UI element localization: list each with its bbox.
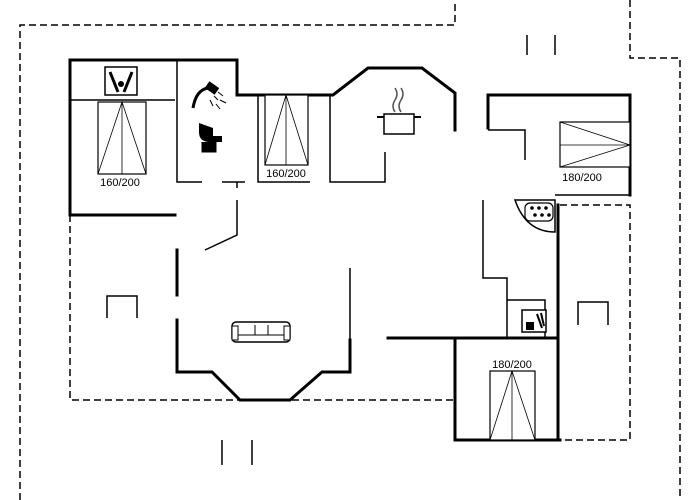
bed-2-size: 160/200 [266, 168, 306, 180]
bed-3-size: 180/200 [562, 172, 602, 184]
bed-1 [97, 100, 147, 175]
shower-icon [191, 81, 227, 110]
sofa-icon [231, 321, 291, 343]
hot-tub-icon [513, 199, 556, 233]
walls [68, 58, 632, 442]
bed-4 [489, 369, 536, 441]
bed-3 [559, 121, 632, 168]
bed-2 [264, 93, 309, 166]
terrace-boundaries [19, 0, 681, 500]
toilet-icon [199, 123, 222, 153]
bed-1-size: 160/200 [100, 177, 140, 189]
bed-4-size: 180/200 [492, 359, 532, 371]
dishwasher-icon [521, 309, 547, 333]
washing-machine-icon [104, 66, 138, 96]
cooking-pot-icon [377, 87, 421, 135]
